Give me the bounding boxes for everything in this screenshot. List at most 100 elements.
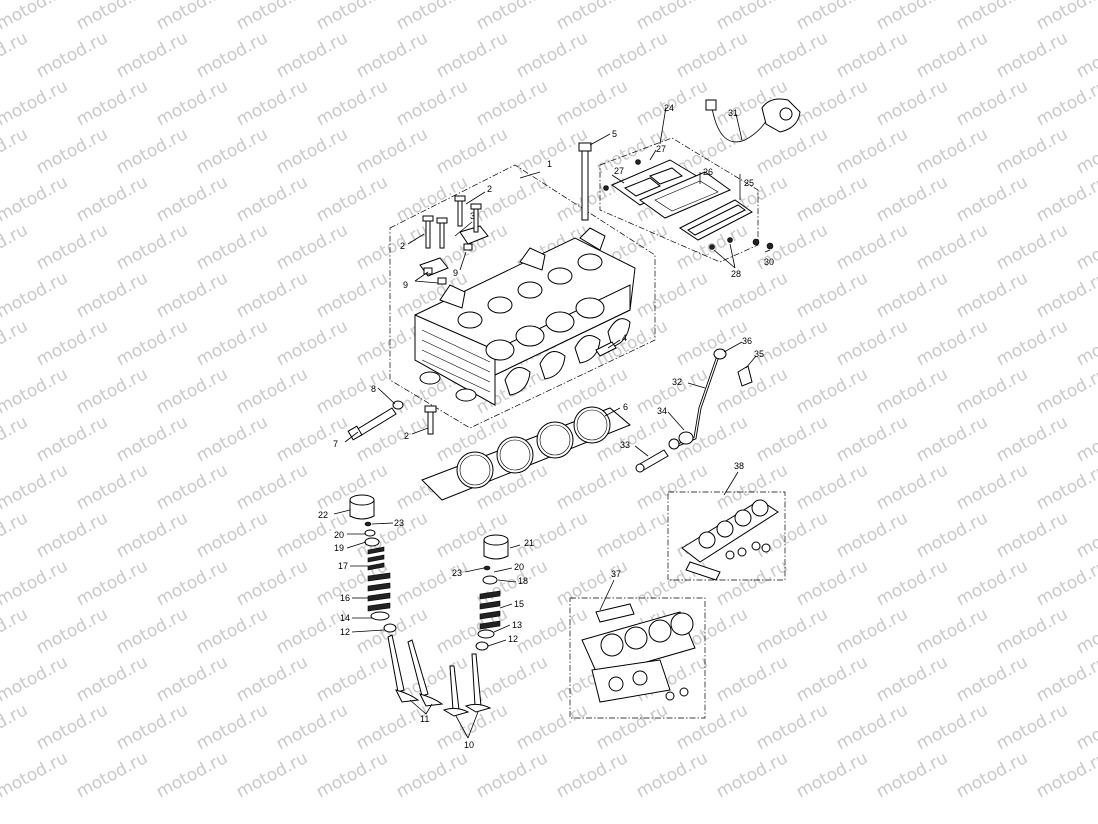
watermark-text: motod.ru [833, 508, 911, 562]
watermark-text: motod.ru [793, 172, 871, 226]
callout-37: 37 [611, 569, 621, 579]
callout-2: 2 [404, 431, 409, 441]
watermark-text: motod.ru [1073, 508, 1098, 562]
watermark-text: motod.ru [0, 556, 71, 610]
watermark-text: motod.ru [513, 700, 591, 754]
callout-4: 4 [622, 333, 627, 343]
callout-25: 25 [744, 178, 754, 188]
oil-bolt [347, 400, 404, 441]
watermark-text: motod.ru [873, 652, 951, 706]
watermark-text: motod.ru [953, 460, 1031, 514]
watermark-text: motod.ru [953, 748, 1031, 802]
watermark-text: motod.ru [793, 748, 871, 802]
watermark-text: motod.ru [713, 364, 791, 418]
watermark-text: motod.ru [153, 460, 231, 514]
callout-20: 20 [334, 530, 344, 540]
watermark-text: motod.ru [0, 460, 71, 514]
watermark-text: motod.ru [473, 652, 551, 706]
watermark-text: motod.ru [113, 508, 191, 562]
watermark-text: motod.ru [953, 268, 1031, 322]
watermark-text: motod.ru [1033, 652, 1098, 706]
head-bolt-short [424, 405, 437, 435]
watermark-text: motod.ru [993, 700, 1071, 754]
breather-cover [679, 199, 753, 241]
watermark-text: motod.ru [353, 124, 431, 178]
callout-38: 38 [734, 461, 744, 471]
callout-23: 23 [452, 568, 462, 578]
watermark-text: motod.ru [753, 700, 831, 754]
watermark-text: motod.ru [273, 412, 351, 466]
watermark-text: motod.ru [313, 364, 391, 418]
watermark-text: motod.ru [113, 604, 191, 658]
breather-gasket [638, 171, 732, 219]
watermark-text: motod.ru [513, 28, 591, 82]
watermark-text: motod.ru [713, 556, 791, 610]
watermark-text: motod.ru [713, 652, 791, 706]
watermark-text: motod.ru [73, 748, 151, 802]
watermark-text: motod.ru [1033, 172, 1098, 226]
watermark-text: motod.ru [313, 268, 391, 322]
leader-lines [333, 106, 771, 739]
watermark-text: motod.ru [1073, 28, 1098, 82]
gasket-kit-top-end [667, 491, 786, 581]
watermark-text: motod.ru [113, 124, 191, 178]
watermark-text: motod.ru [793, 364, 871, 418]
watermark-text: motod.ru [1073, 412, 1098, 466]
watermark-text: motod.ru [33, 220, 111, 274]
watermark-text: motod.ru [273, 124, 351, 178]
watermark-text: motod.ru [633, 556, 711, 610]
callout-22: 22 [318, 510, 328, 520]
watermark-text: motod.ru [0, 508, 31, 562]
watermark-text: motod.ru [433, 28, 511, 82]
watermark-text: motod.ru [553, 556, 631, 610]
callout-12: 12 [340, 627, 350, 637]
watermark-text: motod.ru [913, 700, 991, 754]
watermark-text: motod.ru [1033, 460, 1098, 514]
watermark-text: motod.ru [593, 28, 671, 82]
watermark-text: motod.ru [0, 28, 31, 82]
watermark-text: motod.ru [793, 652, 871, 706]
watermark-text: motod.ru [353, 412, 431, 466]
callout-35: 35 [754, 349, 764, 359]
watermark-text: motod.ru [33, 316, 111, 370]
callout-12: 12 [508, 634, 518, 644]
watermark-text: motod.ru [393, 0, 471, 34]
watermark-text: motod.ru [793, 556, 871, 610]
watermark-text: motod.ru [993, 124, 1071, 178]
watermark-text: motod.ru [993, 316, 1071, 370]
callout-11: 11 [420, 714, 429, 724]
watermark-text: motod.ru [833, 316, 911, 370]
watermark-text: motod.ru [33, 124, 111, 178]
watermark-text: motod.ru [593, 700, 671, 754]
cylinder-head [414, 227, 636, 406]
watermark-text: motod.ru [1033, 0, 1098, 34]
callout-9: 9 [453, 268, 458, 278]
callout-6: 6 [623, 402, 628, 412]
outer-spring-16 [367, 546, 391, 612]
watermark-text: motod.ru [0, 316, 31, 370]
watermark-text: motod.ru [553, 460, 631, 514]
watermark-text: motod.ru [193, 508, 271, 562]
watermark-text: motod.ru [233, 172, 311, 226]
callout-3: 3 [470, 211, 475, 221]
watermark-text: motod.ru [233, 76, 311, 130]
watermark-text: motod.ru [873, 460, 951, 514]
watermark-text: motod.ru [33, 28, 111, 82]
watermark-text: motod.ru [553, 76, 631, 130]
watermark-text: motod.ru [353, 28, 431, 82]
watermark-text: motod.ru [73, 556, 151, 610]
watermark-text: motod.ru [0, 748, 71, 802]
callout-8: 8 [371, 384, 376, 394]
watermark-text: motod.ru [0, 652, 71, 706]
callout-36: 36 [742, 336, 752, 346]
watermark-text: motod.ru [73, 460, 151, 514]
watermark-text: motod.ru [913, 124, 991, 178]
watermark-text: motod.ru [913, 412, 991, 466]
callout-10: 10 [464, 740, 474, 750]
watermark-text: motod.ru [633, 268, 711, 322]
callout-18: 18 [518, 576, 528, 586]
watermark-text: motod.ru [953, 652, 1031, 706]
watermark-text: motod.ru [873, 364, 951, 418]
callout-28: 28 [731, 269, 741, 279]
